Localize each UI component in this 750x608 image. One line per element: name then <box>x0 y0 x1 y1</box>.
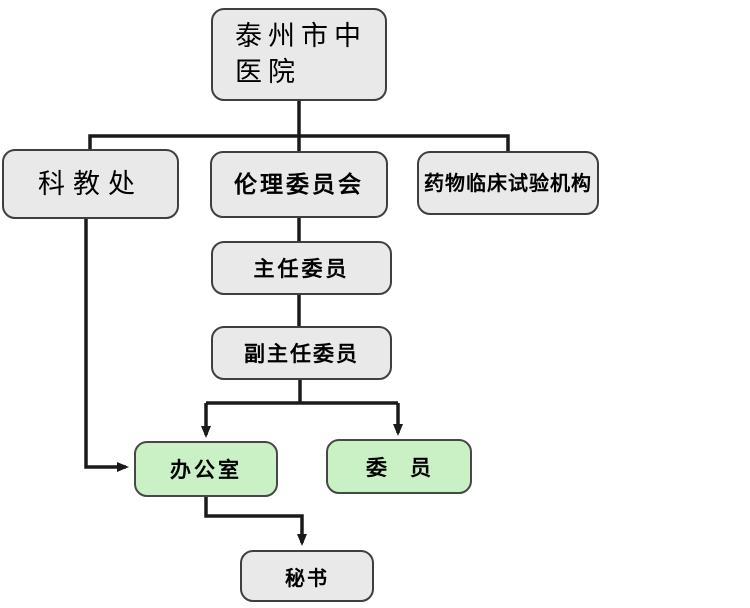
node-science-education-dept-label: 科教处 <box>38 168 143 200</box>
node-secretary: 秘书 <box>240 550 374 602</box>
node-vice-chairman: 副主任委员 <box>211 326 392 380</box>
node-chairman-label: 主任委员 <box>253 257 350 281</box>
node-chairman: 主任委员 <box>211 241 392 295</box>
node-office: 办公室 <box>134 441 278 497</box>
node-committee-members: 委 员 <box>326 439 472 494</box>
node-committee-members-label: 委 员 <box>366 455 432 480</box>
node-ethics-committee: 伦理委员会 <box>210 151 388 218</box>
node-hospital-label: 泰州市中医院 <box>235 21 367 88</box>
node-vice-chairman-label: 副主任委员 <box>244 342 359 366</box>
node-secretary-label: 秘书 <box>285 565 329 590</box>
node-drug-trial-institution: 药物临床试验机构 <box>417 151 599 215</box>
node-ethics-committee-label: 伦理委员会 <box>234 171 364 198</box>
node-hospital: 泰州市中医院 <box>211 8 387 101</box>
edge-sciencedept-office <box>84 219 129 472</box>
node-science-education-dept: 科教处 <box>2 149 179 219</box>
node-drug-trial-institution-label: 药物临床试验机构 <box>424 170 592 195</box>
edge-office-secretary <box>204 496 307 546</box>
node-office-label: 办公室 <box>170 458 242 482</box>
